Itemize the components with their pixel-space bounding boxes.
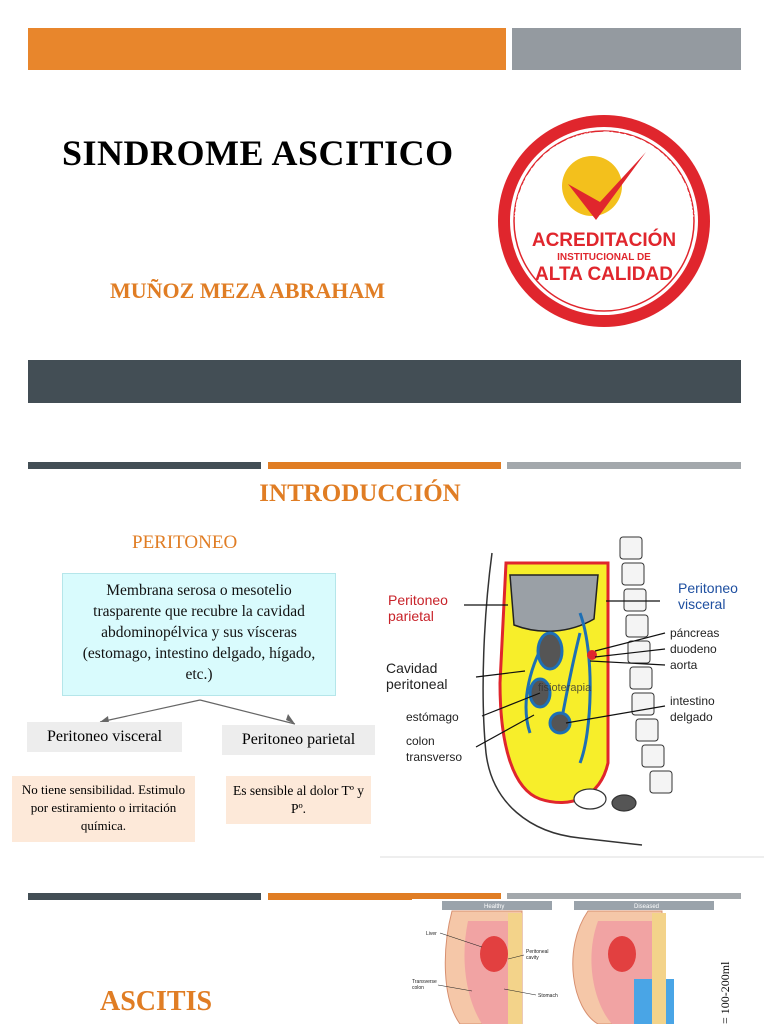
peritoneo-visceral-box: Peritoneo visceral	[27, 722, 182, 752]
ascitis-title: ASCITIS	[100, 986, 213, 1017]
svg-text:Peritoneal: Peritoneal	[526, 949, 549, 955]
peritoneo-parietal-box: Peritoneo parietal	[222, 725, 375, 755]
label-stomach: Stomach	[538, 993, 558, 999]
peritoneum-anatomy-diagram: Peritoneo parietal Peritoneo visceral Ca…	[380, 533, 764, 859]
accreditation-seal: UNIVERSIDAD DEL SINÚ - ELÍAS BECHARA ZAI…	[496, 108, 710, 327]
svg-text:peritoneal: peritoneal	[386, 676, 448, 692]
intro-title: INTRODUCCIÓN	[259, 480, 461, 507]
svg-text:delgado: delgado	[670, 710, 713, 724]
svg-text:parietal: parietal	[388, 608, 434, 624]
label-pancreas: páncreas	[670, 626, 719, 640]
peritoneo-subtitle: PERITONEO	[132, 532, 238, 553]
label-cavity: Cavidad	[386, 660, 437, 676]
svg-text:Transverse: Transverse	[412, 979, 437, 985]
branch-arrows	[99, 699, 296, 725]
svg-text:visceral: visceral	[678, 596, 725, 612]
label-healthy: Healthy	[484, 904, 504, 910]
spine-icon	[619, 536, 673, 794]
label-liver: Liver	[426, 931, 437, 937]
ascites-comparison-figure: Healthy Diseased Liver Peritoneal cavity…	[412, 899, 742, 1024]
visceral-description: No tiene sensibilidad. Estimulo por esti…	[12, 776, 195, 842]
author-name: MUÑOZ MEZA ABRAHAM	[110, 278, 385, 303]
slide3-dark-line	[28, 893, 261, 900]
slide2-orange-line	[268, 462, 501, 469]
slide2-dark-line	[28, 462, 261, 469]
top-gray-bar	[512, 28, 741, 70]
svg-text:transverso: transverso	[406, 750, 462, 764]
slide3-orange-line	[268, 893, 501, 900]
label-duodeno: duodeno	[670, 642, 717, 656]
parietal-description: Es sensible al dolor Tº y Pº.	[226, 776, 371, 824]
slide3-gray-line	[507, 893, 741, 900]
seal-line-2: INSTITUCIONAL DE	[557, 252, 651, 263]
label-estomago: estómago	[406, 710, 459, 724]
seal-line-1: ACREDITACIÓN	[532, 229, 676, 251]
slide2-gray-line	[507, 462, 741, 469]
label-visceral: Peritoneo	[678, 580, 738, 596]
peritoneo-definition: Membrana serosa o mesotelio trasparente …	[62, 573, 336, 696]
label-aorta: aorta	[670, 658, 698, 672]
seal-line-3: ALTA CALIDAD	[535, 264, 673, 285]
label-watermark: fisioterapia	[538, 682, 592, 694]
ascites-volume-note: = 100-200ml	[718, 961, 732, 1024]
svg-text:cavity: cavity	[526, 955, 539, 961]
label-diseased: Diseased	[634, 904, 659, 910]
seal-check-icon	[568, 152, 646, 220]
label-colon: colon	[406, 734, 435, 748]
svg-text:colon: colon	[412, 985, 424, 991]
presentation-title: SINDROME ASCITICO	[62, 133, 454, 173]
dark-divider-bar	[28, 360, 741, 403]
label-parietal: Peritoneo	[388, 592, 448, 608]
label-intestino: intestino	[670, 694, 715, 708]
top-orange-bar	[28, 28, 506, 70]
